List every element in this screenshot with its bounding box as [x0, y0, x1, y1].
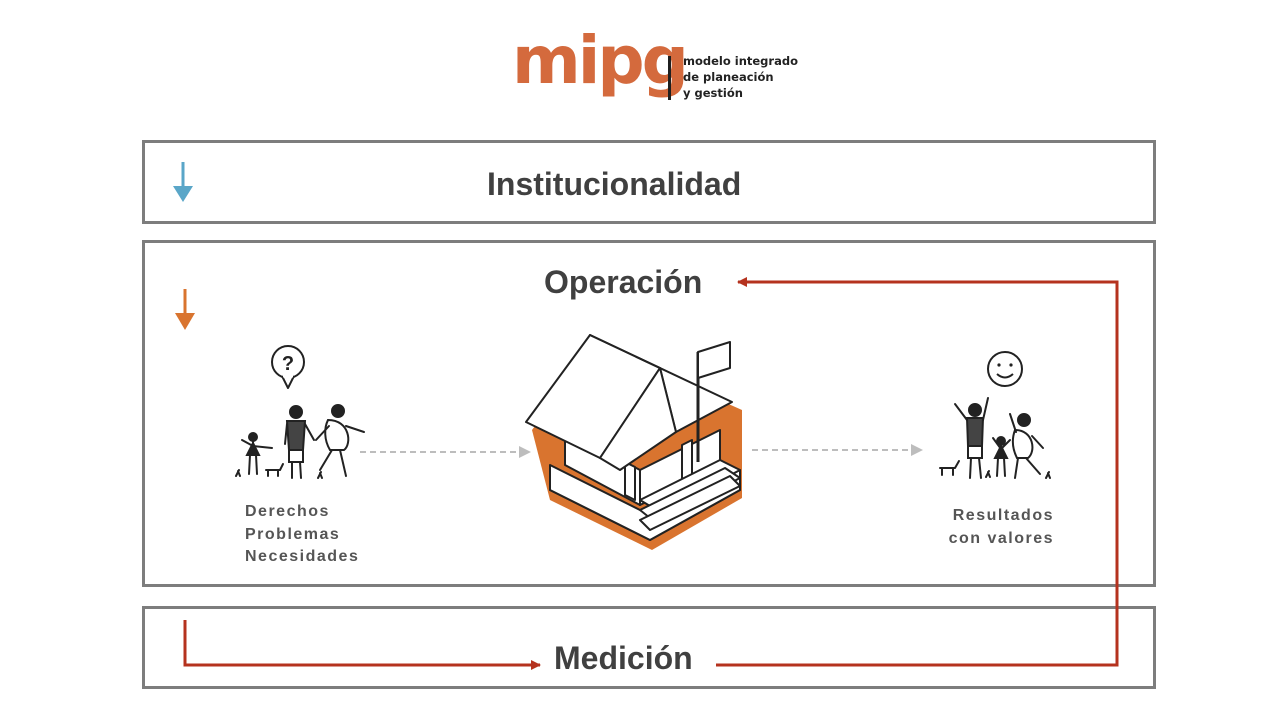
institucionalidad-down-arrow-icon: [173, 162, 193, 202]
logo-tagline-line-3: y gestión: [683, 86, 743, 100]
operacion-down-arrow-icon: [175, 289, 195, 330]
caption-necesidades: Necesidades: [245, 548, 360, 565]
logo-tagline-line-2: de planeación: [683, 70, 774, 84]
caption-problemas: Problemas: [245, 525, 341, 543]
results-caption: Resultados con valores: [940, 505, 1054, 550]
logo-tagline-line-1: modelo integrado: [683, 54, 798, 68]
medicion-title: Medición: [554, 640, 693, 676]
logo-tagline: modelo integrado de planeación y gestión: [683, 53, 823, 101]
operacion-title: Operación: [544, 264, 703, 300]
feedback-loop-arrow: [183, 277, 1119, 670]
institucionalidad-box: [142, 140, 1156, 224]
needs-caption: Derechos Problemas Necesidades: [245, 501, 359, 569]
question-mark: ?: [282, 353, 294, 375]
caption-resultados: Resultados: [952, 507, 1054, 524]
question-bubble-icon: ?: [271, 345, 305, 389]
family-group-left-icon: [235, 404, 365, 479]
logo-wordmark: mipg: [512, 22, 689, 99]
caption-derechos: Derechos: [245, 503, 330, 520]
institucionalidad-title: Institucionalidad: [487, 166, 742, 202]
institution-building-icon: [525, 334, 742, 550]
logo-divider: [668, 56, 671, 100]
smiley-face-icon: [987, 351, 1023, 387]
caption-con-valores: con valores: [948, 529, 1054, 547]
medicion-box: [142, 606, 1156, 689]
family-group-right-icon: [939, 397, 1051, 479]
